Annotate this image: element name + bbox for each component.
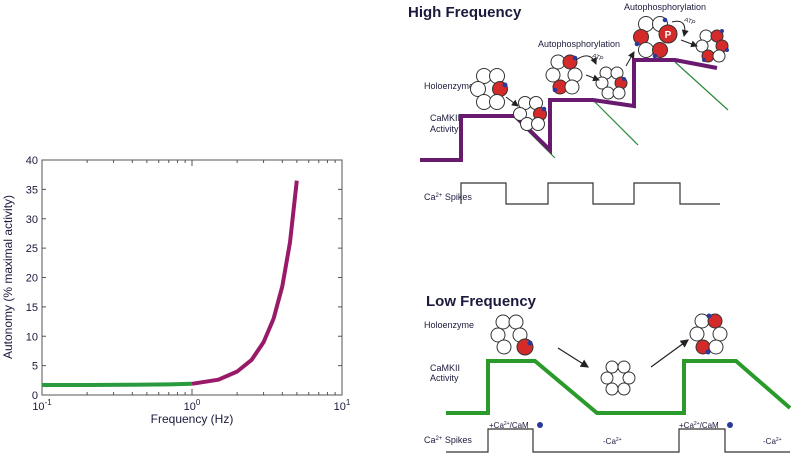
- series-line-1: [42, 381, 193, 387]
- lf-holoenzyme-label: Holoenzyme: [424, 320, 474, 330]
- x-axis-label: Frequency (Hz): [151, 412, 234, 426]
- hf-holoenzyme-icon-5: P: [633, 16, 678, 59]
- hf-atp-label-2: ATP: [683, 17, 696, 26]
- y-axis-label: Autonomy (% maximal activity): [1, 195, 15, 359]
- lf-plus-ca-label-2: +Ca2+/CaM: [679, 421, 719, 430]
- low-frequency-panel: Low Frequency Holoenzyme CaMKII Activity: [424, 293, 792, 453]
- lf-holoenzyme-icon-1: [490, 314, 534, 356]
- hf-holoenzyme-icon-2: [513, 96, 547, 131]
- chart-ticks: 0 5 10 15 20 25 30 35 40 10-1 100 101: [26, 155, 351, 413]
- lf-arrow-1: [557, 347, 590, 368]
- hf-autophos-label-2: Autophosphorylation: [624, 2, 706, 12]
- lf-spikes-label: Ca2+ Spikes: [424, 435, 472, 445]
- y-tick-label: 25: [26, 243, 38, 255]
- high-frequency-title: High Frequency: [408, 4, 522, 21]
- lf-minus-ca-label-2: -Ca2+: [763, 437, 782, 446]
- y-tick-label: 15: [26, 302, 38, 314]
- hf-atp-curve-1: [575, 55, 597, 65]
- y-tick-label: 30: [26, 214, 38, 226]
- lf-arrow-2: [650, 339, 689, 368]
- hf-holoenzyme-icon-4: [595, 66, 628, 100]
- x-tick-label: 100: [184, 398, 201, 413]
- y-tick-label: 35: [26, 184, 38, 196]
- p-badge: P: [665, 30, 672, 41]
- lf-activity-trace: [446, 359, 792, 415]
- x-tick-label: 101: [334, 398, 351, 413]
- lf-minus-ca-label-1: -Ca2+: [603, 437, 622, 446]
- lf-holoenzyme-icon-3: [689, 313, 728, 355]
- hf-spike-train: [460, 182, 720, 205]
- chart-lines: [42, 180, 299, 387]
- hf-spikes-label: Ca2+ Spikes: [424, 192, 472, 202]
- hf-arrow-1: [505, 96, 519, 107]
- lf-activity-label-1: CaMKII: [430, 363, 460, 373]
- hf-holoenzyme-icon-3: [545, 54, 583, 95]
- hf-arrow-4: [680, 39, 698, 48]
- hf-decay-line-3: [674, 61, 729, 111]
- hf-decay-line-2: [592, 99, 639, 146]
- lf-plus-ca-label-1: +Ca2+/CaM: [489, 421, 529, 430]
- y-tick-label: 10: [26, 331, 38, 343]
- y-tick-label: 0: [32, 390, 38, 402]
- lf-cam-dot-2: [727, 422, 733, 428]
- hf-activity-label-2: Activity: [430, 124, 459, 134]
- hf-holoenzyme-icon-6: [695, 29, 729, 63]
- lf-holoenzyme-icon-2: [600, 360, 636, 396]
- hf-atp-label-1: ATP: [591, 53, 604, 62]
- hf-arrow-2: [585, 74, 600, 82]
- hf-activity-label-1: CaMKII: [430, 113, 460, 123]
- y-tick-label: 5: [32, 361, 38, 373]
- hf-holoenzyme-label: Holoenzyme: [424, 81, 474, 91]
- lf-spike-train: [446, 428, 790, 453]
- hf-holoenzyme-icon-1: [470, 68, 508, 110]
- autonomy-chart: 0 5 10 15 20 25 30 35 40 10-1 100 101 Frequency (Hz…: [1, 155, 351, 426]
- y-tick-label: 20: [26, 273, 38, 285]
- hf-autophos-label-1: Autophosphorylation: [538, 39, 620, 49]
- lf-activity-label-2: Activity: [430, 373, 459, 383]
- series-line-2: [191, 180, 299, 386]
- lf-cam-dot-1: [537, 422, 543, 428]
- hf-atp-curve-2: [671, 20, 689, 37]
- high-frequency-panel: High Frequency Holoenzyme CaMKII Activit…: [408, 2, 729, 205]
- low-frequency-title: Low Frequency: [426, 293, 537, 310]
- hf-arrow-3: [625, 51, 635, 67]
- hf-activity-trace: [420, 58, 718, 162]
- x-tick-label: 10-1: [32, 398, 52, 413]
- y-tick-label: 40: [26, 155, 38, 167]
